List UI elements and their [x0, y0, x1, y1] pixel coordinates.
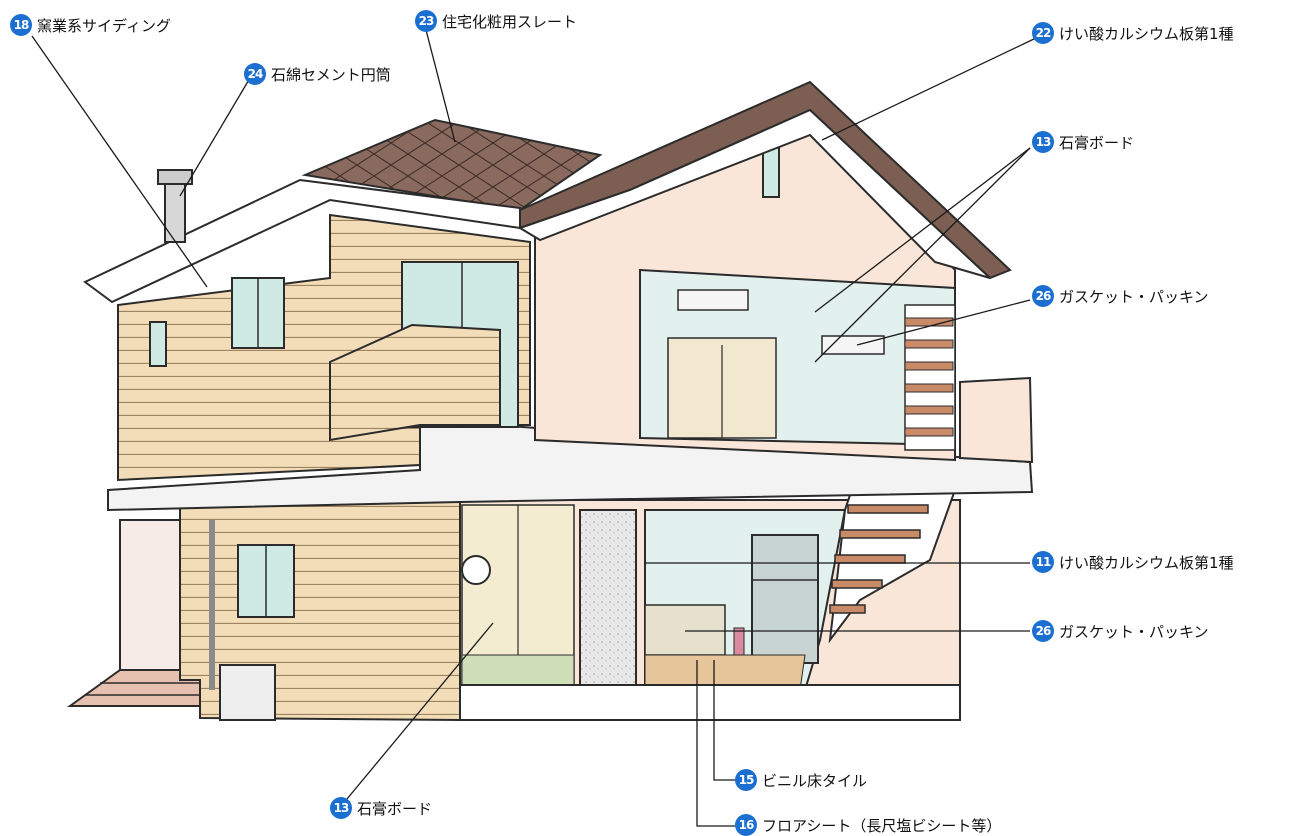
callout-label: けい酸カルシウム板第1種: [1059, 24, 1234, 43]
number-badge-icon: 26: [1032, 285, 1054, 307]
callout-label: ガスケット・パッキン: [1059, 287, 1209, 306]
callout-26-gasket-upper: 26 ガスケット・パッキン: [1032, 285, 1209, 307]
number-badge-icon: 13: [1032, 131, 1054, 153]
callout-label: 住宅化粧用スレート: [442, 12, 578, 31]
callout-label: フロアシート（長尺塩ビシート等）: [762, 816, 1002, 835]
callout-13-gypsum-board-upper: 13 石膏ボード: [1032, 131, 1134, 153]
callout-label: 窯業系サイディング: [37, 16, 171, 35]
callout-18-ceramic-siding: 18 窯業系サイディング: [10, 14, 171, 36]
callout-24-asbestos-pipe: 24 石綿セメント円筒: [244, 63, 391, 85]
callout-label: けい酸カルシウム板第1種: [1059, 553, 1234, 572]
callout-label: 石膏ボード: [357, 799, 433, 818]
number-badge-icon: 18: [10, 14, 32, 36]
callout-label: ビニル床タイル: [762, 771, 868, 790]
callout-label: 石膏ボード: [1059, 133, 1135, 152]
number-badge-icon: 15: [735, 769, 757, 791]
number-badge-icon: 22: [1032, 22, 1054, 44]
roofs: [83, 80, 1012, 304]
number-badge-icon: 26: [1032, 620, 1054, 642]
ground-floor-siding-wall: [179, 478, 461, 722]
callout-22-calcium-silicate-board: 22 けい酸カルシウム板第1種: [1032, 22, 1234, 44]
callout-23-slate-roofing: 23 住宅化粧用スレート: [415, 10, 577, 32]
porch: [66, 519, 201, 707]
gable-wall: [534, 98, 1034, 464]
leader-lines: [31, 29, 1037, 827]
callout-label: ガスケット・パッキン: [1059, 622, 1209, 641]
callout-label: 石綿セメント円筒: [271, 65, 391, 84]
upper-floor-siding-wall: [117, 213, 531, 482]
callout-11-calcium-silicate-board: 11 けい酸カルシウム板第1種: [1032, 551, 1234, 573]
chimney: [157, 169, 193, 243]
callout-13-gypsum-board-lower: 13 石膏ボード: [330, 797, 432, 819]
ground-floor-interior: [459, 488, 961, 721]
callout-15-vinyl-floor-tile: 15 ビニル床タイル: [735, 769, 867, 791]
number-badge-icon: 16: [735, 814, 757, 836]
number-badge-icon: 24: [244, 63, 266, 85]
number-badge-icon: 11: [1032, 551, 1054, 573]
number-badge-icon: 13: [330, 797, 352, 819]
number-badge-icon: 23: [415, 10, 437, 32]
callout-26-gasket-lower: 26 ガスケット・パッキン: [1032, 620, 1209, 642]
callout-16-floor-sheet: 16 フロアシート（長尺塩ビシート等）: [735, 814, 1001, 836]
